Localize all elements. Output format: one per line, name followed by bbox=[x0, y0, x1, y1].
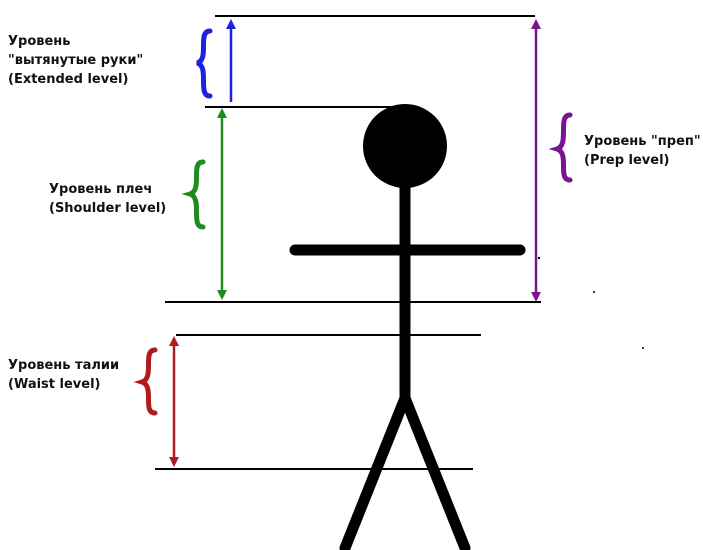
figure-head bbox=[363, 104, 447, 188]
shoulder-level-label-line2: (Shoulder level) bbox=[49, 201, 167, 216]
stray-dot bbox=[537, 256, 541, 260]
prep-brace-icon bbox=[548, 112, 573, 183]
prep-level-label: Уровень "преп" (Prep level) bbox=[584, 132, 701, 170]
shoulder-brace-icon bbox=[181, 159, 206, 230]
shoulder-level-label-line1: Уровень плеч bbox=[49, 182, 153, 197]
extended-brace-icon bbox=[195, 28, 213, 99]
stick-figure bbox=[289, 104, 526, 550]
figure-left-leg bbox=[339, 392, 411, 550]
waist-level-label: Уровень талии (Waist level) bbox=[8, 356, 119, 394]
stray-dot bbox=[593, 291, 595, 293]
waist-level-label-line1: Уровень талии bbox=[8, 358, 120, 373]
figure-right-leg bbox=[399, 392, 471, 550]
shoulder-level-label: Уровень плеч (Shoulder level) bbox=[49, 180, 166, 218]
stray-dot bbox=[642, 347, 644, 349]
waist-brace-icon bbox=[133, 347, 158, 416]
extended-level-label-line2: "вытянутые руки" bbox=[8, 53, 144, 68]
prep-level-label-line1: Уровень "преп" bbox=[584, 134, 701, 149]
extended-level-label-line1: Уровень bbox=[8, 34, 71, 49]
extended-level-label-line3: (Extended level) bbox=[8, 72, 129, 87]
waist-level-label-line2: (Waist level) bbox=[8, 377, 101, 392]
extended-level-label: Уровень "вытянутые руки" (Extended level… bbox=[8, 32, 143, 89]
prep-level-label-line2: (Prep level) bbox=[584, 153, 670, 168]
